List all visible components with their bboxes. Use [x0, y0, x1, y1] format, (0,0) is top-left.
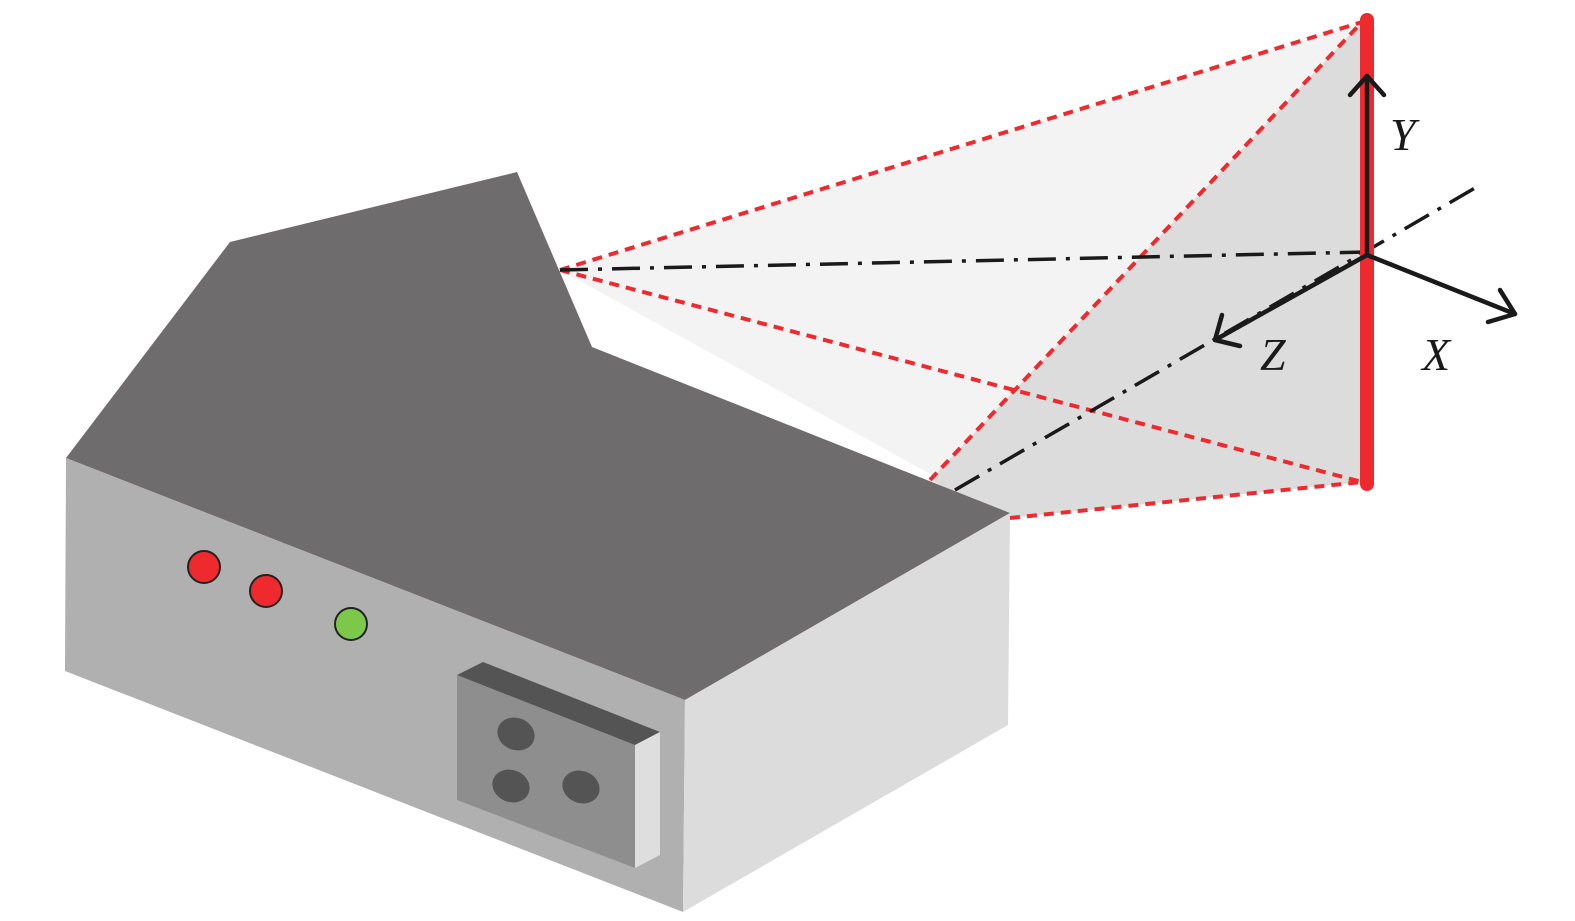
sensor-device — [65, 172, 1010, 912]
connector-hole — [492, 769, 530, 803]
z-axis-label: Z — [1260, 329, 1286, 380]
connector-hole — [562, 770, 600, 804]
connector-hole — [497, 717, 535, 751]
y-arrow-icon — [1347, 73, 1387, 98]
projection-plane-fill — [930, 22, 1362, 518]
coordinate-axes — [1212, 73, 1518, 349]
x-axis — [1364, 252, 1518, 317]
device-top-face — [66, 172, 1010, 700]
connector-panel — [457, 662, 660, 868]
x-axis-label: X — [1420, 329, 1452, 380]
device-side-face — [683, 513, 1010, 912]
led-green — [334, 607, 368, 641]
beam-edges — [559, 20, 1364, 520]
x-arrow-icon — [1485, 287, 1518, 325]
y-axis-label: Y — [1390, 109, 1420, 160]
z-arrow-icon — [1212, 312, 1243, 349]
led-red-1 — [187, 550, 221, 584]
led-red-2 — [249, 574, 283, 608]
z-axis — [1212, 252, 1370, 343]
